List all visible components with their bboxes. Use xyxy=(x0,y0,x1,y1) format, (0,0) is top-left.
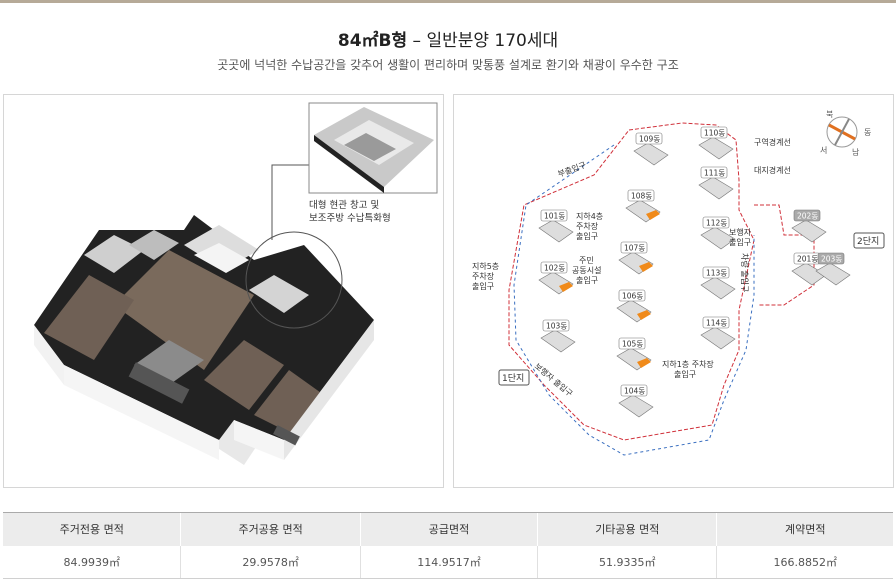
sub-entrance-label: 부출입구 xyxy=(556,159,587,178)
pedestrian-1-b: 출입구 xyxy=(729,237,751,247)
header-contract-area: 계약면적 xyxy=(716,512,893,546)
building-label: 106동 xyxy=(622,292,643,301)
community-1: 주민 xyxy=(579,255,594,265)
compass-west: 서 xyxy=(820,146,827,155)
building-114동: 114동 xyxy=(700,316,736,350)
compass-south: 남 xyxy=(852,148,860,157)
building-104동: 104동 xyxy=(618,384,654,418)
complex-2-label: 2단지 xyxy=(857,236,879,247)
building-label: 108동 xyxy=(631,192,652,201)
b4-parking-1: 지하4층 xyxy=(576,211,603,221)
b5-parking-2: 주차장 xyxy=(472,271,495,281)
building-label: 201동 xyxy=(797,255,818,264)
building-103동: 103동 xyxy=(540,319,576,353)
building-label: 102동 xyxy=(544,264,565,273)
area-value-row: 84.9939㎡ 29.9578㎡ 114.9517㎡ 51.9335㎡ 166… xyxy=(3,545,893,579)
area-table: 주거전용 면적 주거공용 면적 공급면적 기타공용 면적 계약면적 84.993… xyxy=(3,512,893,579)
building-label: 107동 xyxy=(624,244,645,253)
building-label: 101동 xyxy=(544,212,565,221)
page-title: 84㎡B형 – 일반분양 170세대 xyxy=(0,26,896,51)
top-divider xyxy=(0,0,896,3)
value-exclusive-area: 84.9939㎡ xyxy=(3,545,181,579)
building-102동: 102동 xyxy=(538,261,574,295)
building-label: 105동 xyxy=(622,340,643,349)
district-boundary-line xyxy=(513,144,755,456)
building-label: 103동 xyxy=(546,322,567,331)
floor-plan-panel: 대형 현관 창고 및 보조주방 수납특화형 xyxy=(3,94,444,488)
supply-info: 일반분양 170세대 xyxy=(426,31,559,51)
site-map-panel: 북 동 남 서 101동 102동 103동 104동 105동 106동 107동 108동… xyxy=(453,94,894,488)
floor-plan-illustration: 대형 현관 창고 및 보조주방 수납특화형 xyxy=(34,102,438,465)
main-entrance-label: 차량 출입구 xyxy=(740,253,750,292)
site-boundary-line xyxy=(508,122,755,441)
building-203동: 203동 xyxy=(815,252,851,286)
unit-type: 84㎡B형 xyxy=(337,31,408,51)
callout-line-1: 대형 현관 창고 및 xyxy=(309,199,379,211)
value-supply-area: 114.9517㎡ xyxy=(359,545,538,579)
title-separator: – xyxy=(412,31,422,51)
pedestrian-1-a: 보행자 xyxy=(729,227,752,237)
district-boundary-label: 구역경계선 xyxy=(754,137,791,147)
area-header-row: 주거전용 면적 주거공용 면적 공급면적 기타공용 면적 계약면적 xyxy=(3,512,893,546)
compass-east: 동 xyxy=(864,128,871,137)
compass-icon: 북 동 남 서 xyxy=(820,110,871,157)
b4-parking-2: 주차장 xyxy=(576,221,599,231)
b5-parking-1: 지하5층 xyxy=(472,261,499,271)
community-3: 출입구 xyxy=(576,275,598,285)
header-other-common-area: 기타공용 면적 xyxy=(537,512,717,546)
site-boundary-label: 대지경계선 xyxy=(754,165,791,175)
building-101동: 101동 xyxy=(538,209,574,243)
compass-north: 북 xyxy=(826,110,833,119)
header-common-area: 주거공용 면적 xyxy=(180,512,361,546)
callout-line-2: 보조주방 수납특화형 xyxy=(309,213,391,224)
building-107동: 107동 xyxy=(618,241,654,275)
site-map: 북 동 남 서 101동 102동 103동 104동 105동 106동 107동 108동… xyxy=(472,110,885,456)
building-111동: 111동 xyxy=(698,166,734,200)
header-exclusive-area: 주거전용 면적 xyxy=(3,512,181,546)
complex-1-label: 1단지 xyxy=(502,373,524,384)
b1-parking-2: 출입구 xyxy=(674,369,696,379)
complex-1-tag xyxy=(498,369,530,386)
building-blocks: 101동 102동 103동 104동 105동 106동 107동 108동 109동 110동… xyxy=(538,126,851,418)
community-2: 공동시설 xyxy=(572,265,601,275)
building-109동: 109동 xyxy=(633,132,669,166)
building-label: 104동 xyxy=(624,387,645,396)
building-label: 110동 xyxy=(704,129,725,138)
unit-description: 곳곳에 넉넉한 수납공간을 갖추어 생활이 편리하며 맞통풍 설계로 환기와 채… xyxy=(217,58,679,72)
building-112동: 112동 xyxy=(700,216,736,250)
building-label: 203동 xyxy=(821,255,842,264)
value-contract-area: 166.8852㎡ xyxy=(716,545,893,579)
building-106동: 106동 xyxy=(616,289,652,323)
building-label: 202동 xyxy=(797,212,818,221)
building-label: 114동 xyxy=(706,319,727,328)
value-common-area: 29.9578㎡ xyxy=(180,545,361,579)
building-108동: 108동 xyxy=(625,189,661,223)
building-105동: 105동 xyxy=(616,337,652,371)
b4-parking-3: 출입구 xyxy=(576,231,598,241)
value-other-common-area: 51.9335㎡ xyxy=(537,545,717,579)
building-202동: 202동 xyxy=(791,209,827,243)
building-label: 109동 xyxy=(639,135,660,144)
building-label: 112동 xyxy=(706,219,727,228)
building-110동: 110동 xyxy=(698,126,734,160)
building-label: 111동 xyxy=(704,169,725,178)
header-supply-area: 공급면적 xyxy=(359,512,538,546)
building-label: 113동 xyxy=(706,269,727,278)
b5-parking-3: 출입구 xyxy=(472,281,494,291)
building-113동: 113동 xyxy=(700,266,736,300)
b1-parking-1: 지하1층 주차장 xyxy=(662,359,714,369)
complex-2-tag xyxy=(853,232,885,249)
